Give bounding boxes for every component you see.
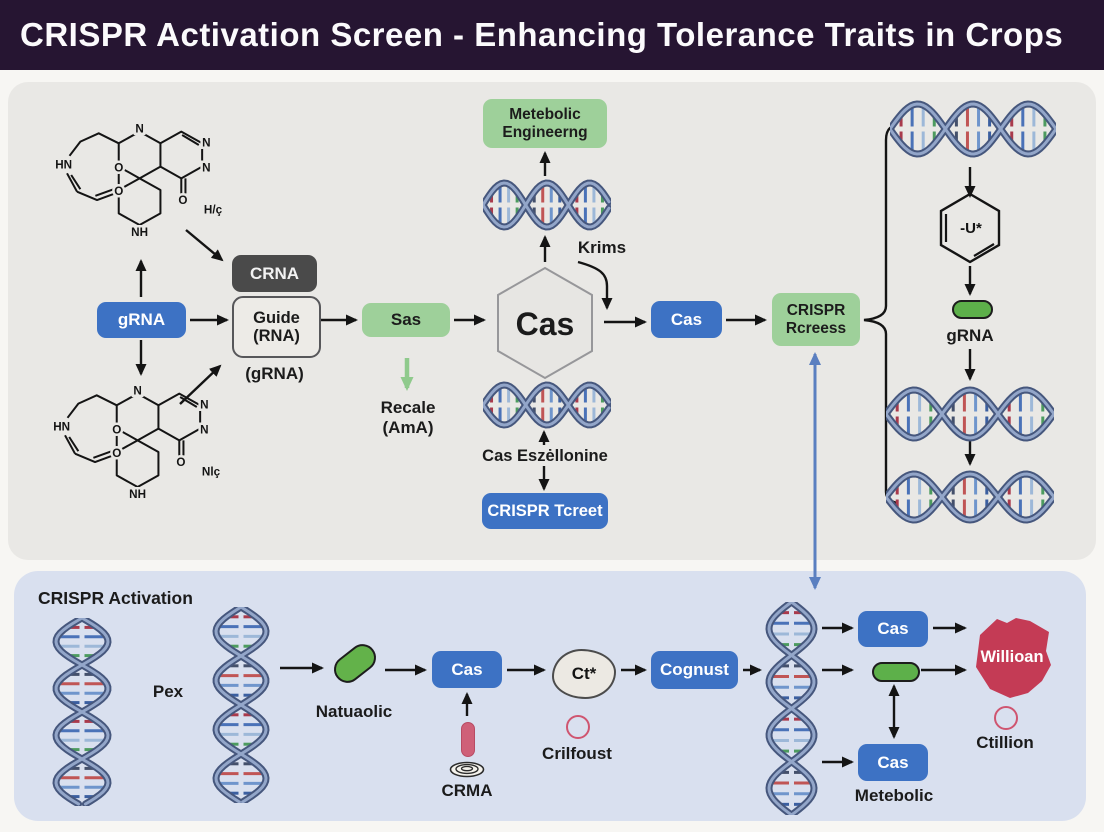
guide-rna-box: Guide (RNA)	[232, 296, 321, 358]
cas-eszellonine-label: Cas Eszėllonine	[462, 447, 628, 466]
natuaolic-text: Natuaolic	[315, 702, 393, 721]
dna-helix	[886, 384, 1054, 444]
molecule-structure-top: N N N HN O O O NH H/ç	[53, 120, 225, 241]
molecule-side-label: Nlç	[202, 465, 221, 478]
cas-lower-top-label: Cas	[877, 619, 909, 639]
crna-label: CRNA	[249, 263, 300, 283]
atom-n: N	[202, 137, 210, 150]
rcreess-line1: CRISPR	[786, 302, 846, 320]
lower-panel-heading: CRISPR Activation	[38, 588, 238, 609]
atom-o: O	[176, 456, 185, 469]
dna-helix	[763, 602, 820, 815]
ctillion-label: Ctillion	[966, 733, 1044, 753]
grna-label: gRNA	[117, 310, 166, 330]
pex-text: Pex	[152, 682, 184, 701]
recale-label: Recale (AmA)	[362, 398, 454, 438]
natuaolic-label: Natuaolic	[305, 702, 403, 722]
atom-o: O	[114, 185, 123, 198]
recale-line1: Recale	[380, 398, 436, 417]
guide-line1: Guide	[253, 308, 300, 327]
cas-box-lower-bottom: Cas	[858, 744, 928, 781]
cas-box-lower-1: Cas	[432, 651, 502, 688]
title-bar: CRISPR Activation Screen - Enhancing Tol…	[0, 0, 1104, 70]
cas-hex-label: Cas	[516, 306, 575, 342]
cas-hexagon: Cas	[497, 266, 593, 380]
benzene-label: -U*	[960, 220, 982, 237]
cas-box-mid-label: Cas	[670, 309, 703, 329]
cas-lower-bottom-label: Cas	[877, 752, 909, 772]
atom-hn: HN	[53, 420, 70, 433]
crispr-rcreess-box: CRISPR Rcreess	[772, 293, 860, 346]
molecule-structure-bottom: N N N HN O O O NH Nlç	[51, 382, 223, 503]
grna-box: gRNA	[97, 302, 186, 338]
lower-heading-text: CRISPR Activation	[38, 588, 193, 608]
crma-pill	[461, 722, 475, 757]
atom-n: N	[135, 122, 143, 135]
atom-o: O	[114, 162, 123, 175]
metabolic-line2: Engineerng	[502, 123, 588, 141]
cas-box-lower-top: Cas	[858, 611, 928, 647]
cas-box-mid: Cas	[651, 301, 722, 338]
rcreess-line2: Rcreess	[785, 319, 847, 337]
crispr-tcreet-label: CRISPR Tcreet	[487, 501, 603, 520]
atom-o: O	[112, 424, 121, 437]
dna-helix	[483, 177, 611, 233]
atom-n: N	[200, 399, 208, 412]
metabolite-pill	[872, 662, 920, 682]
crilfoust-ring-icon	[566, 715, 590, 739]
atom-hn: HN	[55, 158, 72, 171]
crispr-tcreet-box: CRISPR Tcreet	[482, 493, 608, 529]
recale-line2: (AmA)	[382, 418, 434, 438]
cas-lower-1-label: Cas	[451, 659, 483, 679]
cognust-label: Cognust	[660, 660, 729, 680]
atom-nh: NH	[129, 488, 146, 501]
atom-n: N	[200, 424, 208, 437]
grna-caption: (gRNA)	[227, 364, 322, 384]
cas-eszellonine-text: Cas Eszėllonine	[482, 447, 608, 465]
ct-label: Ct*	[571, 664, 597, 683]
atom-n: N	[133, 384, 141, 397]
sas-box: Sas	[362, 303, 450, 337]
metabolic-engineering-box: Metebolic Engineerng	[483, 99, 607, 148]
metebolic-text: Metebolic	[854, 786, 934, 805]
grna-caption-text: (gRNA)	[245, 364, 304, 383]
dna-helix	[886, 468, 1054, 526]
page-title: CRISPR Activation Screen - Enhancing Tol…	[20, 16, 1064, 53]
ct-blob: Ct*	[552, 649, 616, 699]
cognust-box: Cognust	[651, 651, 738, 689]
crma-label: CRMA	[436, 781, 498, 801]
atom-nh: NH	[131, 226, 148, 239]
grna-pill-caption: gRNA	[940, 326, 1000, 346]
crilfoust-text: Crilfoust	[542, 744, 612, 763]
sas-label: Sas	[390, 310, 422, 330]
krims-text: Krims	[577, 238, 627, 257]
guide-line2: (RNA)	[253, 327, 300, 345]
dna-helix	[210, 607, 272, 803]
crilfoust-label: Crilfoust	[536, 744, 618, 764]
atom-n: N	[202, 162, 210, 175]
benzene-ring: -U*	[939, 192, 1001, 264]
dna-helix	[50, 618, 114, 806]
atom-o: O	[112, 447, 121, 460]
grna-pill	[952, 300, 993, 319]
willioan-label: Willioan	[980, 648, 1043, 666]
dna-helix	[890, 98, 1056, 160]
ctillion-text: Ctillion	[976, 733, 1034, 752]
grna-pill-text: gRNA	[946, 326, 994, 345]
molecule-side-label: H/ç	[204, 203, 223, 216]
metebolic-label: Metebolic	[848, 786, 940, 806]
krims-label: Krims	[570, 238, 634, 258]
metabolic-line1: Metebolic	[509, 106, 581, 124]
atom-o: O	[178, 194, 187, 207]
crna-box: CRNA	[232, 255, 317, 292]
willioan-octagon: Willioan	[976, 618, 1051, 698]
dna-helix	[483, 379, 611, 431]
pex-label: Pex	[143, 682, 193, 702]
crma-disc-icon	[449, 761, 485, 778]
ctillion-ring-icon	[994, 706, 1018, 730]
crma-text: CRMA	[441, 781, 493, 800]
